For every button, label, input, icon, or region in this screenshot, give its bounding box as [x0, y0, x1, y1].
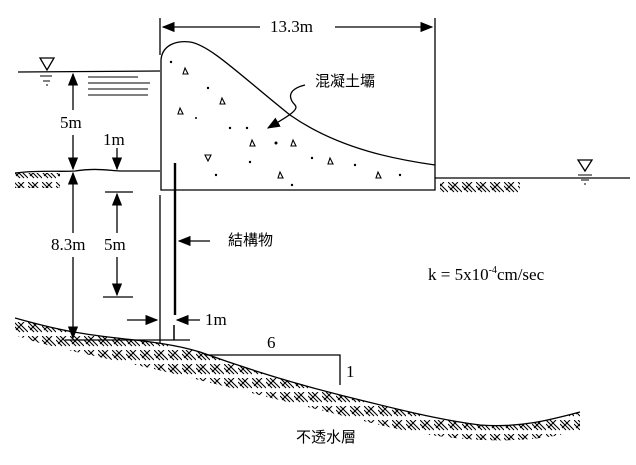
tailwater-level-icon — [576, 159, 594, 173]
water-level-icon — [38, 57, 56, 72]
slope-triangle — [205, 354, 341, 385]
dam-name-label: 混凝土壩 — [315, 72, 376, 90]
structure-label: 結構物 — [228, 231, 274, 249]
k-value: k = 5x10 — [428, 265, 489, 284]
head-depth-label: 5m — [60, 113, 82, 132]
permeability-label: k = 5x10-4cm/sec — [428, 265, 545, 284]
k-unit: cm/sec — [496, 265, 545, 284]
dam-label-arrow — [266, 84, 306, 129]
upstream-ground — [14, 168, 160, 174]
impervious-layer-surface — [14, 317, 581, 427]
pile-depth-label: 5m — [104, 235, 126, 254]
slope-run-label: 6 — [267, 333, 276, 352]
k-exponent: -4 — [488, 265, 497, 276]
dam-aggregate — [177, 66, 382, 179]
water-ripples — [40, 75, 150, 96]
slope-rise-label: 1 — [346, 362, 355, 381]
top-1m-label: 1m — [103, 130, 125, 149]
dam-width-label: 13.3m — [270, 17, 313, 36]
headwater-surface — [17, 70, 161, 73]
layer-depth-label: 8.3m — [51, 235, 86, 254]
impervious-layer-label: 不透水層 — [296, 428, 357, 446]
concrete-dam — [160, 40, 436, 191]
bottom-1m-label: 1m — [205, 310, 227, 329]
